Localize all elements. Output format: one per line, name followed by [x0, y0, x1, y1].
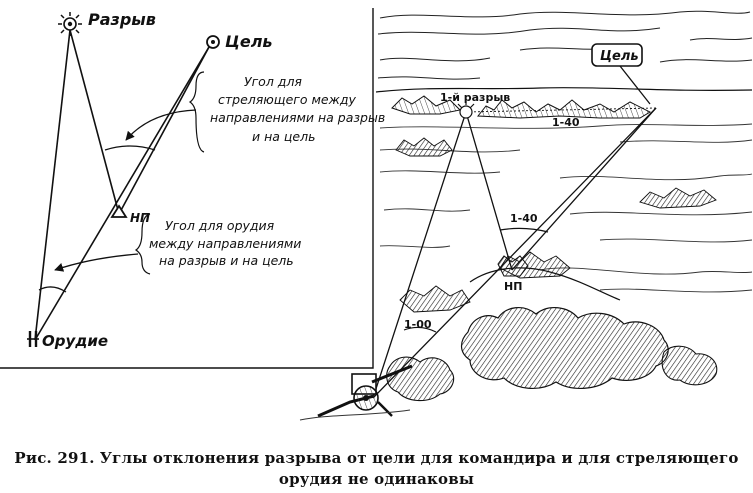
gun-to-target-line [34, 46, 210, 341]
caption-line-2: орудия не одинаковы [278, 470, 475, 488]
foreground-bushes [460, 307, 669, 389]
caption-line-1: Углы отклонения разрыва от цели для кома… [99, 449, 739, 467]
angle-label-at-gun: 1-00 [404, 318, 432, 331]
sky [377, 10, 753, 80]
post-to-burst-sightline [465, 111, 513, 271]
post-to-target-sightline [511, 107, 657, 271]
gun-angle-note-line-2: между направлениями [149, 236, 301, 251]
shooter-angle-arc [104, 145, 156, 151]
gun-label: Орудие [42, 332, 108, 350]
gun-to-burst-line [34, 29, 71, 341]
gun-angle-note-line-3: на разрыв и на цель [159, 253, 294, 268]
angle-label-at-post: 1-40 [510, 212, 538, 225]
figure: Разрыв Цель НП Орудие Угол для стреляюще… [0, 8, 753, 421]
distant-trees [391, 95, 462, 115]
gun-to-target-sightline [372, 107, 657, 399]
observation-post-icon [110, 204, 128, 218]
gun-angle-arrow [54, 253, 139, 272]
shooter-angle-note-line-3: направлениями на разрыв [210, 110, 385, 125]
observation-post-label: НП [130, 211, 150, 225]
gun-angle-note-line-1: Угол для орудия [165, 218, 275, 233]
angle-label-near-target: 1-40 [552, 116, 580, 129]
schematic-diagram: Разрыв Цель НП Орудие Угол для стреляюще… [27, 10, 385, 350]
post-angle-arc [499, 227, 549, 233]
distant-village [476, 99, 652, 119]
scene-observation-post-label: НП [504, 280, 522, 293]
landscape-scene: 1-й разрыв Цель 1-40 1-40 1-00 НП [299, 10, 753, 421]
figure-caption: Рис. 291. Углы отклонения разрыва от цел… [0, 448, 753, 490]
shooter-angle-note-line-1: Угол для [244, 74, 302, 89]
scene-target-label: Цель [600, 49, 639, 64]
field-gun-illustration [299, 364, 413, 421]
observation-post-figure [497, 255, 529, 277]
shooter-angle-arrow [125, 109, 197, 141]
gun-angle-arc [38, 286, 67, 293]
first-burst-label: 1-й разрыв [440, 91, 510, 104]
shooter-angle-note-line-4: и на цель [252, 129, 315, 144]
target-callout: Цель [591, 43, 651, 105]
shooter-angle-note-line-2: стреляющего между [218, 92, 356, 107]
gun-icon [27, 331, 39, 347]
target-icon [206, 35, 220, 49]
caption-number: Рис. 291. [14, 449, 95, 467]
schematic-frame [0, 8, 374, 369]
first-burst-icon [457, 100, 475, 119]
post-to-burst-line [69, 29, 120, 215]
gun-to-burst-sightline [372, 111, 467, 399]
target-label: Цель [225, 32, 273, 51]
gun-angle-arc-scene [403, 326, 437, 333]
post-to-target-line [118, 46, 210, 215]
burst-label: Разрыв [88, 10, 156, 29]
